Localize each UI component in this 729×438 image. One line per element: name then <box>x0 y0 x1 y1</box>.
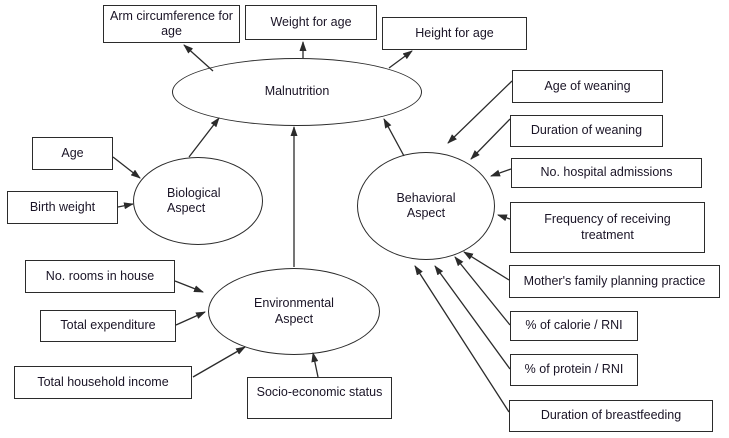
ellipse-label: Malnutrition <box>264 84 330 99</box>
arrow-income-to-environmental <box>192 346 246 378</box>
box-arm-circumference-for-age: Arm circumference for age <box>103 5 240 43</box>
box-label: Total expenditure <box>60 318 156 333</box>
box-label: Mother's family planning practice <box>523 273 706 288</box>
box-label: Birth weight <box>29 199 96 214</box>
box-label: Duration of breastfeeding <box>540 408 682 423</box>
ellipse-behavioral-aspect: Behavioral Aspect <box>357 152 495 260</box>
arrow-birth-weight-to-biological <box>117 202 134 210</box>
ellipse-malnutrition: Malnutrition <box>172 58 422 126</box>
box-age-of-weaning: Age of weaning <box>512 70 663 103</box>
arrow-socioeconomic-to-environmental <box>311 352 319 378</box>
box-height-for-age: Height for age <box>382 17 527 50</box>
box-birth-weight: Birth weight <box>7 191 118 224</box>
box-hospital-admissions: No. hospital admissions <box>511 158 702 188</box>
arrow-family-planning-to-behavioral <box>463 251 510 281</box>
box-duration-of-weaning: Duration of weaning <box>510 115 663 147</box>
box-label: Total household income <box>37 374 169 389</box>
ellipse-biological-aspect: Biological Aspect <box>133 157 263 245</box>
box-label: Height for age <box>415 25 494 40</box>
box-age: Age <box>32 137 113 170</box>
box-frequency-of-treatment: Frequency of receiving treatment <box>510 202 705 253</box>
ellipse-label: Environmental Aspect <box>254 296 334 326</box>
box-total-household-income: Total household income <box>14 366 192 399</box>
ellipse-label: Behavioral Aspect <box>396 190 456 220</box>
box-duration-of-breastfeeding: Duration of breastfeeding <box>509 400 713 432</box>
arrow-calorie-rni-to-behavioral <box>454 256 511 326</box>
arrow-breastfeeding-to-behavioral <box>414 265 510 413</box>
box-label: No. hospital admissions <box>540 165 673 180</box>
arrow-age-to-biological <box>112 156 141 179</box>
arrow-expenditure-to-environmental <box>175 311 206 326</box>
box-calorie-rni: % of calorie / RNI <box>510 311 638 341</box>
box-family-planning-practice: Mother's family planning practice <box>509 265 720 298</box>
box-socio-economic-status: Socio-economic status <box>247 377 392 419</box>
ellipse-environmental-aspect: Environmental Aspect <box>208 268 380 355</box>
box-label: Frequency of receiving treatment <box>544 212 671 242</box>
box-weight-for-age: Weight for age <box>245 5 377 40</box>
box-label: Age <box>61 145 84 160</box>
arrow-protein-rni-to-behavioral <box>434 265 511 370</box>
arrow-hospital-admissions-to-behavioral <box>490 168 512 177</box>
box-total-expenditure: Total expenditure <box>40 310 176 342</box>
box-rooms-in-house: No. rooms in house <box>25 260 175 293</box>
arrow-age-of-weaning-to-behavioral <box>447 80 513 144</box>
box-label: % of protein / RNI <box>524 362 624 377</box>
arrow-malnutrition-to-height-for-age <box>388 50 413 69</box>
box-label: % of calorie / RNI <box>525 318 623 333</box>
box-label: Weight for age <box>270 14 352 29</box>
arrow-biological-to-malnutrition <box>188 117 220 158</box>
ellipse-label: Biological Aspect <box>167 185 221 215</box>
box-label: Age of weaning <box>544 78 631 93</box>
arrow-rooms-to-environmental <box>174 280 204 293</box>
box-label: No. rooms in house <box>45 268 155 283</box>
box-protein-rni: % of protein / RNI <box>510 354 638 386</box>
box-label: Duration of weaning <box>530 123 643 138</box>
arrow-duration-of-weaning-to-behavioral <box>470 118 511 160</box>
box-label: Arm circumference for age <box>110 8 233 38</box>
arrow-frequency-treatment-to-behavioral <box>497 214 511 222</box>
box-label: Socio-economic status <box>256 385 383 399</box>
arrow-behavioral-to-malnutrition <box>383 118 405 157</box>
